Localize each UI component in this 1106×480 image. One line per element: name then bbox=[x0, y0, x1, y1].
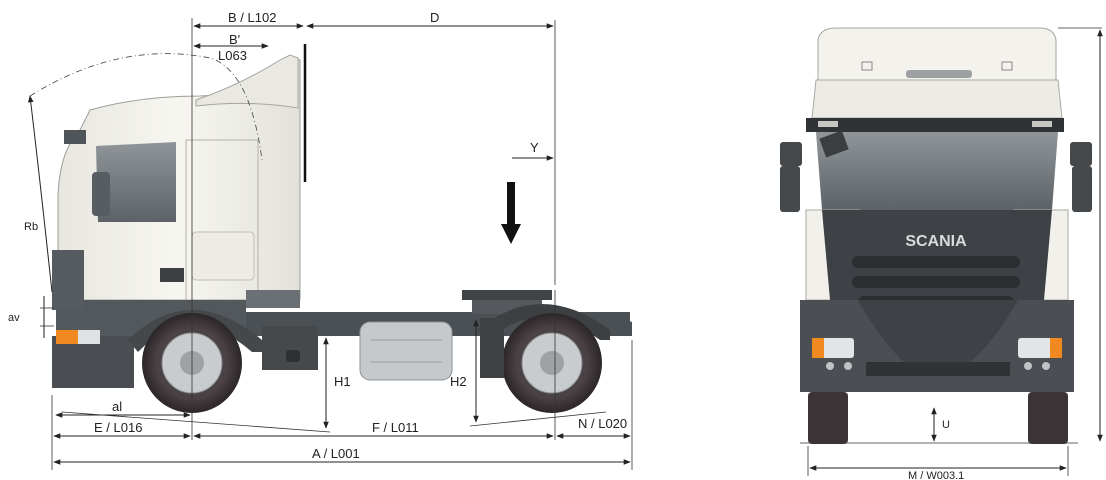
side-window bbox=[96, 142, 176, 222]
label-u: U bbox=[942, 419, 950, 431]
rear-fender bbox=[478, 304, 610, 340]
right-front-tire bbox=[1028, 392, 1068, 444]
brand-logo-text: SCANIA bbox=[905, 233, 967, 250]
label-l063: L063 bbox=[218, 48, 247, 63]
label-a-l001: A / L001 bbox=[312, 446, 360, 461]
roof-deflector bbox=[817, 27, 1057, 81]
label-m-w003: M / W003.1 bbox=[908, 470, 964, 480]
left-mirror bbox=[780, 166, 800, 212]
windshield bbox=[816, 132, 1058, 210]
right-mirror bbox=[1072, 166, 1092, 212]
label-h1: H1 bbox=[334, 374, 351, 389]
side-mirror bbox=[92, 172, 110, 216]
side-dimensions bbox=[27, 18, 633, 470]
battery-box bbox=[262, 326, 318, 370]
front-bumper bbox=[52, 336, 134, 388]
label-n-l020: N / L020 bbox=[578, 416, 627, 431]
label-av: av bbox=[8, 312, 20, 324]
right-mirror-small bbox=[1070, 142, 1092, 166]
fuel-tank bbox=[359, 321, 453, 381]
label-y: Y bbox=[530, 140, 539, 155]
label-f-l011: F / L011 bbox=[372, 420, 419, 435]
load-arrow bbox=[507, 182, 515, 226]
indicator-light bbox=[56, 330, 78, 344]
front-view-truck: SCANIA bbox=[780, 27, 1092, 444]
label-rb: Rb bbox=[24, 221, 38, 233]
label-d: D bbox=[430, 10, 439, 25]
label-e-l016: E / L016 bbox=[94, 420, 142, 435]
label-b-prime: B' bbox=[229, 32, 240, 47]
side-view-truck bbox=[52, 54, 632, 413]
front-dimensions bbox=[800, 27, 1103, 476]
left-front-tire bbox=[808, 392, 848, 444]
label-al: al bbox=[112, 399, 122, 414]
left-mirror-small bbox=[780, 142, 802, 166]
label-h2: H2 bbox=[450, 374, 467, 389]
fifth-wheel bbox=[462, 290, 552, 300]
label-b-l102: B / L102 bbox=[228, 10, 276, 25]
